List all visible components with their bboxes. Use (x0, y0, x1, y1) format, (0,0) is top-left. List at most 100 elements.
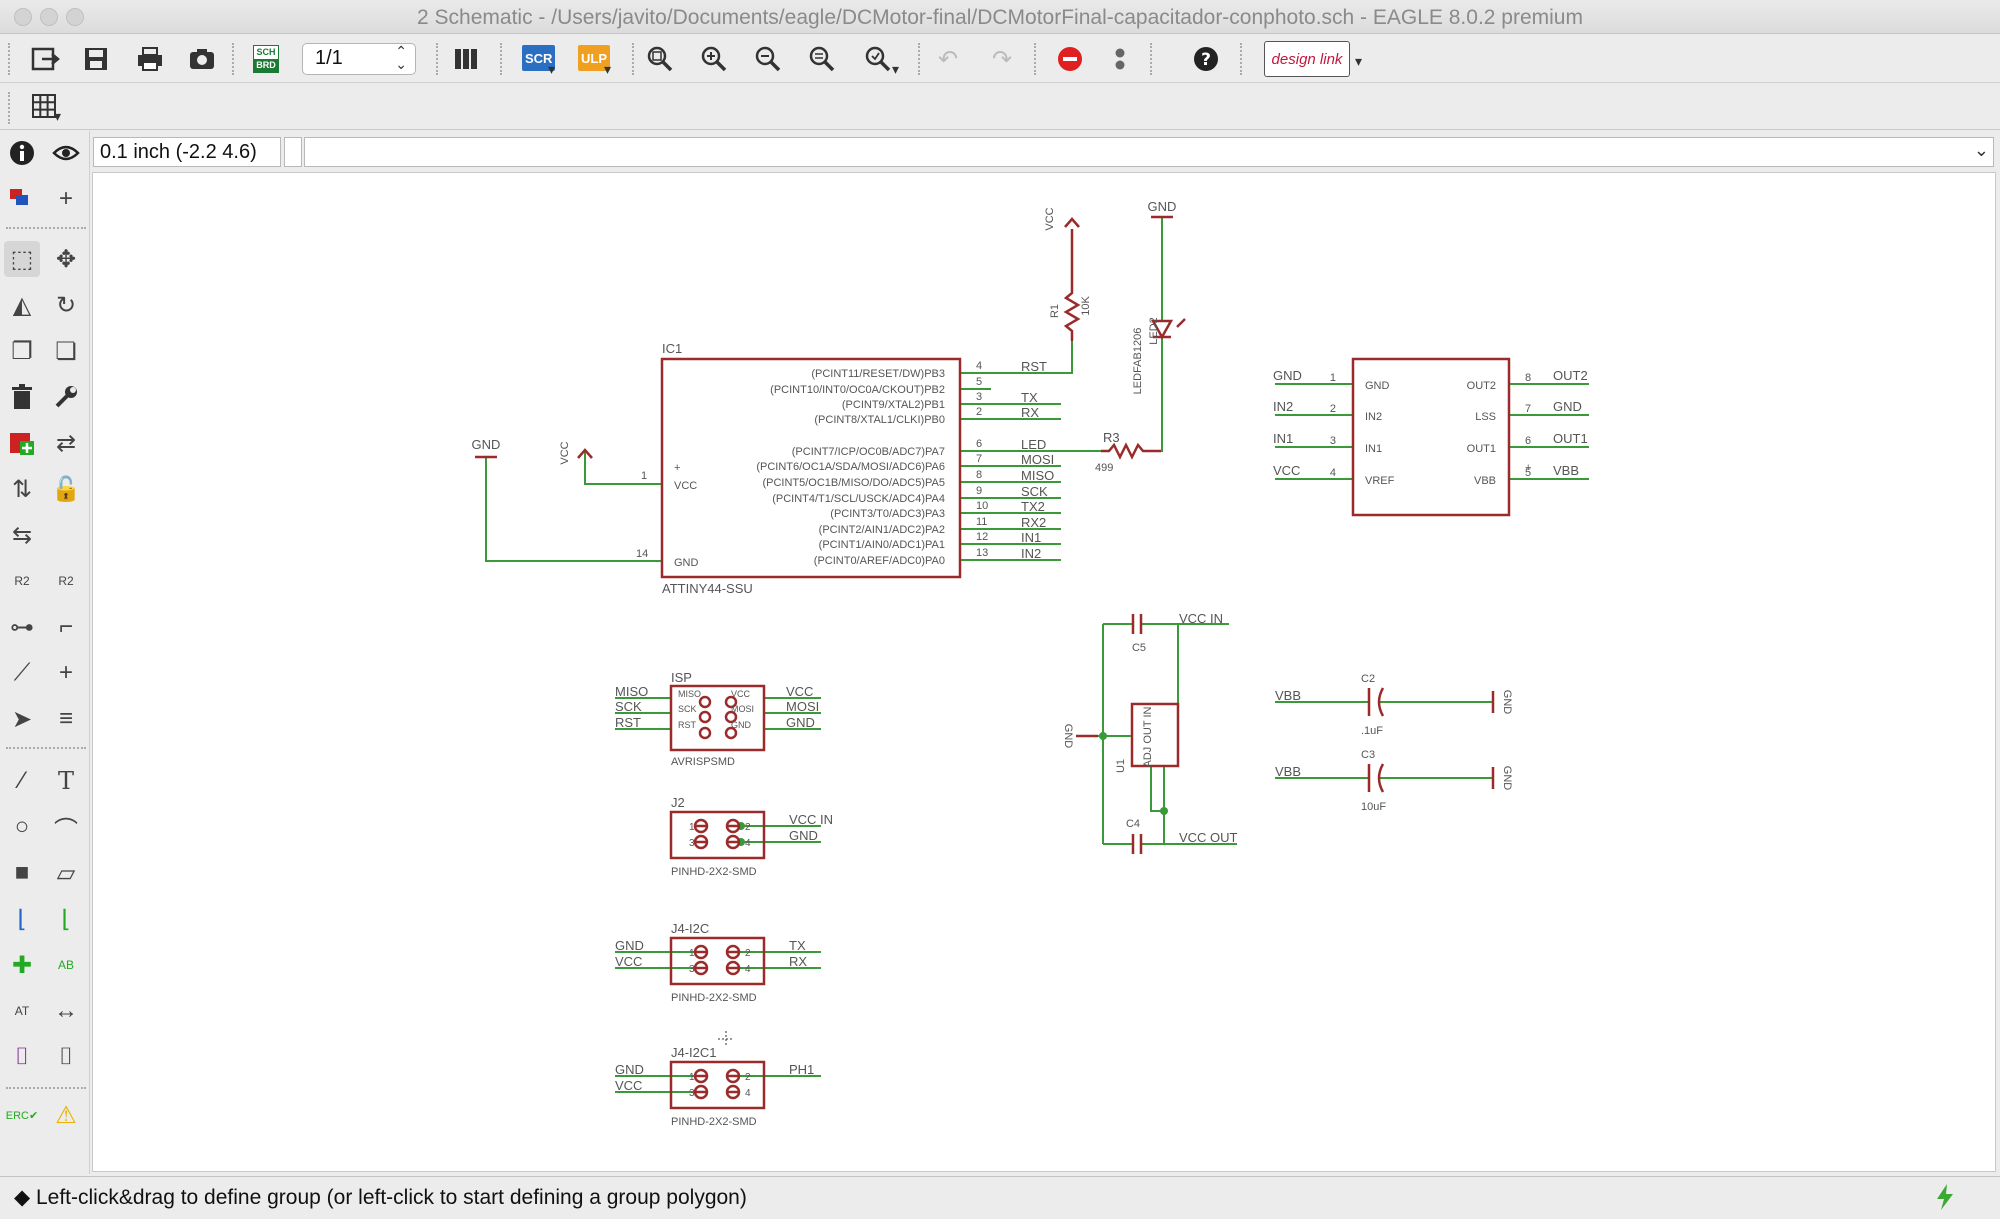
gnd-net-wire (485, 457, 623, 562)
paste-icon[interactable]: ❏ (55, 337, 77, 365)
switch-to-board-icon[interactable]: SCH BRD (248, 42, 284, 76)
minimize-window-button[interactable] (40, 8, 58, 26)
add-part-icon[interactable] (4, 425, 40, 461)
show-eye-icon[interactable] (48, 135, 84, 171)
j4-i2c-net-label: RX (789, 954, 807, 969)
grid-icon[interactable] (26, 89, 62, 123)
junction-dot (1160, 807, 1168, 815)
replace-part-icon[interactable]: ⇄ (55, 429, 77, 457)
rectangle-icon[interactable]: ■ (14, 859, 30, 886)
isp-pad (698, 710, 712, 724)
pinswap-icon[interactable]: ⇆ (11, 521, 33, 549)
sheet-selector[interactable]: 1/1 ⌃⌄ (302, 43, 416, 75)
mark-icon[interactable]: + (58, 185, 73, 212)
undo-icon[interactable]: ↶ (937, 45, 959, 73)
erc-check-icon[interactable]: ERC✔ (5, 1109, 39, 1122)
run-script-button[interactable]: SCR (522, 45, 556, 71)
group-select-icon[interactable]: ⬚ (4, 241, 40, 277)
regulator-pins: ADJ OUT IN (1142, 706, 1154, 767)
chevron-down-icon[interactable]: ▾ (892, 61, 900, 77)
j4-i2c-value: PINHD-2X2-SMD (671, 992, 757, 1004)
stop-icon[interactable] (1052, 42, 1088, 76)
label-tool-icon[interactable]: AB (57, 958, 74, 972)
isp-pad (724, 710, 738, 724)
zoom-redraw-icon[interactable] (804, 42, 840, 76)
driver-pin-number: 7 (1525, 403, 1531, 415)
value-tool-icon[interactable]: R2 (58, 574, 74, 588)
delete-trash-icon[interactable] (4, 379, 40, 415)
toolbar-separator (1034, 43, 1036, 75)
polygon-icon[interactable]: ▱ (56, 859, 76, 887)
command-input[interactable]: ⌄ (304, 137, 1994, 167)
mirror-icon[interactable]: ◭ (12, 291, 32, 319)
c5-wire (1141, 623, 1179, 704)
dimension-icon[interactable]: ↔ (54, 997, 78, 1024)
warning-icon[interactable]: ⚠ (55, 1101, 77, 1129)
align-icon[interactable]: ≡ (58, 705, 73, 732)
gate-swap-icon[interactable]: ⇅ (11, 475, 33, 503)
print-icon[interactable] (132, 42, 168, 76)
driver-pin-number: 4 (1330, 467, 1336, 479)
redo-icon[interactable]: ↷ (991, 45, 1013, 73)
zoom-in-icon[interactable] (696, 42, 732, 76)
ic1-pin-function: (PCINT2/AIN1/ADC2)PA2 (819, 524, 945, 536)
chevron-down-icon[interactable]: ▾ (548, 61, 556, 77)
chevron-down-icon[interactable]: ▾ (54, 108, 62, 124)
j4-i2c1-net-label: VCC (615, 1078, 642, 1093)
module-icon[interactable]: ⌷ (58, 1043, 74, 1070)
chevron-down-icon[interactable]: ▾ (604, 61, 612, 77)
ic1-pin-function: (PCINT9/XTAL2)PB1 (842, 399, 945, 411)
run-ulp-button[interactable]: ULP (578, 45, 610, 71)
j4-i2c-name: J4-I2C (671, 921, 709, 936)
design-link-button[interactable]: design link (1264, 41, 1350, 77)
circle-icon[interactable]: ○ (14, 813, 30, 840)
driver-pin-number: 5 (1525, 467, 1531, 479)
zoom-to-fit-icon[interactable] (642, 42, 678, 76)
save-icon[interactable] (78, 42, 114, 76)
arc-icon[interactable]: ⌒ (54, 816, 78, 844)
frame-icon[interactable]: ⌷ (14, 1043, 30, 1070)
chevron-down-icon[interactable]: ⌄ (1973, 140, 1989, 160)
cam-processor-icon[interactable] (184, 42, 220, 76)
help-icon[interactable]: ? (1188, 42, 1224, 76)
smash-icon[interactable]: ⊶ (10, 613, 34, 641)
j2-pin-number: 1 (689, 822, 695, 833)
open-icon[interactable] (28, 42, 64, 76)
driver-net-label: OUT2 (1553, 368, 1588, 383)
miter-icon[interactable]: ⌐ (58, 613, 73, 640)
gnd-label: GND (1148, 199, 1177, 214)
info-icon[interactable] (4, 135, 40, 171)
net-tool-icon[interactable]: ⌊ (17, 905, 27, 933)
name-tool-icon[interactable]: R2 (14, 574, 30, 588)
driver-pin-function: OUT2 (1467, 380, 1496, 392)
zoom-select-icon[interactable] (860, 42, 896, 76)
rotate-icon[interactable]: ↻ (55, 291, 77, 319)
close-window-button[interactable] (14, 8, 32, 26)
lightning-icon[interactable] (1934, 1183, 1956, 1218)
stepper-arrows-icon[interactable]: ⌃⌄ (395, 43, 407, 72)
zoom-out-icon[interactable] (750, 42, 786, 76)
junction-icon[interactable]: ✚ (11, 951, 33, 979)
attribute-tool-icon[interactable]: AT (14, 1004, 30, 1018)
zoom-window-button[interactable] (66, 8, 84, 26)
line-icon[interactable]: ∕ (19, 767, 24, 794)
isp-body (669, 684, 766, 752)
split-icon[interactable]: ⟋ (13, 659, 31, 686)
display-layers-icon[interactable] (4, 181, 40, 217)
lock-icon[interactable]: 🔓 (51, 475, 81, 503)
bus-tool-icon[interactable]: ⌊ (61, 905, 71, 933)
wrench-icon[interactable] (48, 379, 84, 415)
library-icon[interactable] (448, 42, 484, 76)
window-title: 2 Schematic - /Users/javito/Documents/ea… (417, 6, 1583, 29)
j4-i2c-pin-number: 1 (689, 948, 695, 959)
optimize-icon[interactable]: + (58, 659, 73, 686)
copy-icon[interactable]: ❐ (11, 337, 33, 365)
go-icon[interactable] (1102, 42, 1138, 76)
chevron-down-icon[interactable]: ▾ (1355, 53, 1363, 69)
invoke-icon[interactable]: ➤ (11, 705, 33, 733)
r1-resistor (1063, 229, 1081, 341)
text-tool-icon[interactable]: T (57, 767, 74, 795)
move-icon[interactable]: ✥ (55, 245, 77, 273)
ic1-net-label: MISO (1021, 468, 1054, 483)
